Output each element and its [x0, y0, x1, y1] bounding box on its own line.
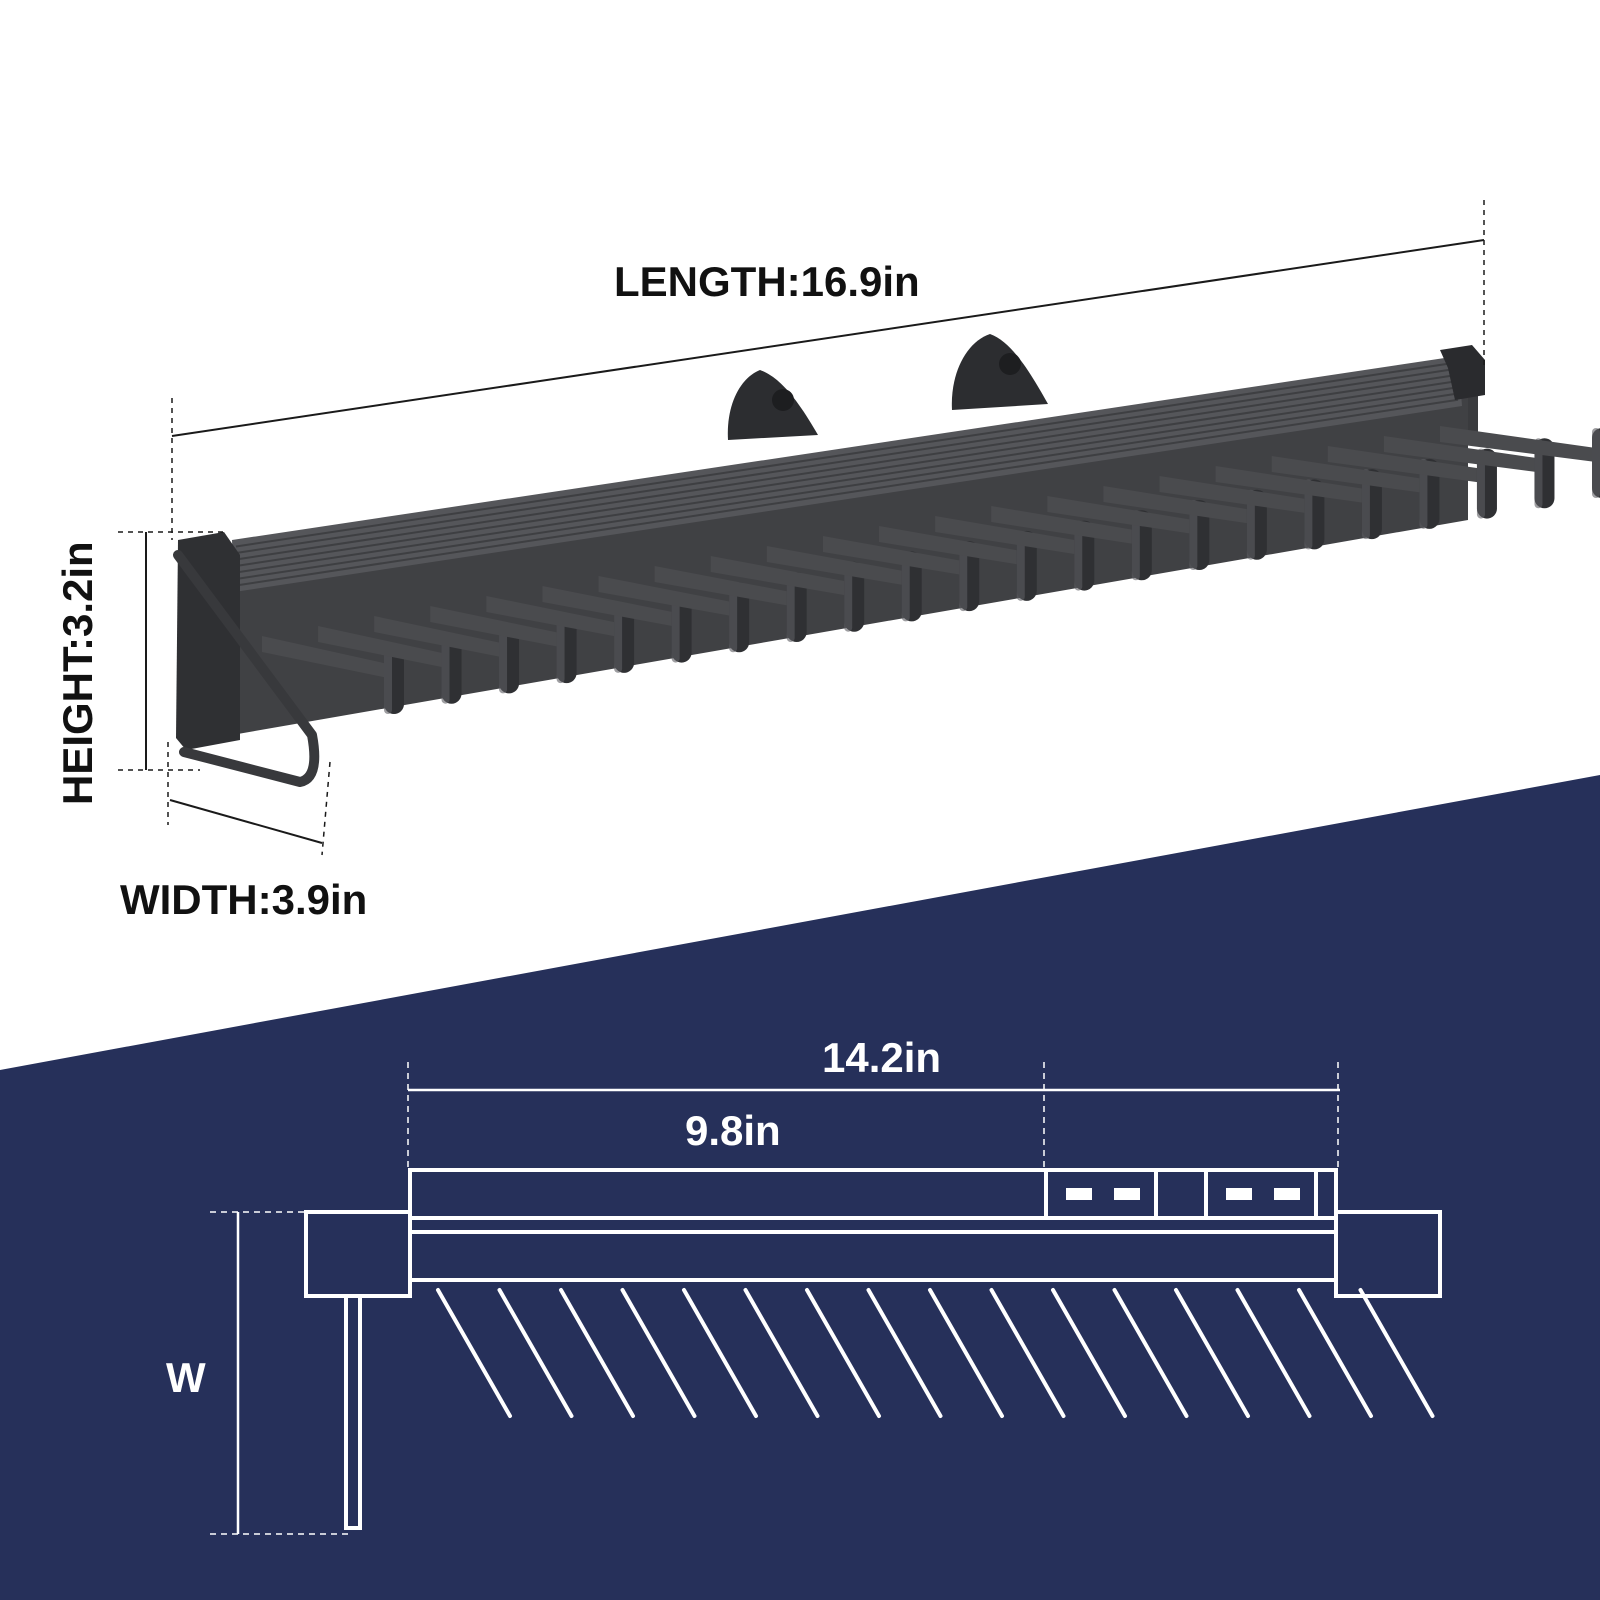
navy-background-panel: [0, 775, 1600, 1600]
hook-arm: [486, 596, 619, 637]
hook-tip-highlight: [1476, 448, 1485, 519]
hook-tip-highlight: [1016, 530, 1025, 601]
schematic-hook-line: [1235, 1288, 1312, 1418]
pull-handle: [173, 550, 320, 787]
schematic-width-label: W: [166, 1354, 206, 1401]
hook-arm: [1327, 446, 1481, 483]
hook-arm: [598, 576, 734, 617]
hook-arm: [1047, 496, 1194, 534]
hook-tip-highlight: [1419, 458, 1428, 529]
hook-tip-highlight: [556, 613, 565, 684]
rail-groove: [235, 367, 1459, 554]
rail-groove: [235, 373, 1459, 561]
hook-tip-highlight: [1131, 510, 1140, 581]
inner-extension-label: 9.8in: [685, 1107, 781, 1154]
hook-tip-highlight: [441, 633, 450, 704]
height-label: HEIGHT:3.2in: [54, 541, 101, 805]
hook-arm: [710, 556, 849, 596]
schematic-hook-line: [1112, 1288, 1189, 1418]
hook-arm: [1271, 456, 1424, 493]
hook-tip-highlight: [614, 602, 623, 673]
mounting-bracket-right: [951, 334, 1048, 410]
hook-arm: [991, 506, 1136, 545]
width-dimension: [167, 742, 331, 856]
hook-tip-highlight: [1361, 469, 1370, 540]
schematic-support-post: [344, 1294, 362, 1530]
schematic-slide-track: [408, 1168, 1338, 1220]
hooks-front-row: [262, 426, 1600, 714]
end-cap-left: [176, 532, 240, 750]
hook-arm: [1383, 436, 1539, 473]
hook-tip-highlight: [844, 561, 853, 632]
hook-tip-highlight: [1074, 520, 1083, 591]
hook-tip-highlight: [499, 623, 508, 694]
end-cap-right: [1440, 345, 1485, 400]
rail-groove: [235, 392, 1459, 580]
hook-tip-highlight: [671, 592, 680, 663]
hook-arm: [262, 636, 388, 678]
schematic-diagram: [304, 1168, 1442, 1530]
schematic-hook-line: [928, 1288, 1004, 1418]
hook-tip-highlight: [959, 541, 968, 612]
tie-rack-product-illustration: [173, 334, 1600, 787]
schematic-hook-line: [682, 1288, 758, 1418]
mounting-bracket-left: [727, 370, 818, 440]
schematic-hook-line: [805, 1288, 881, 1418]
schematic-hook-line: [743, 1288, 820, 1418]
hook-arm: [1215, 466, 1366, 504]
hook-arm: [1159, 476, 1309, 514]
hook-arm: [1440, 426, 1596, 462]
length-dimension: [171, 200, 1485, 540]
schematic-hook-line: [989, 1288, 1066, 1418]
hook-arm: [318, 626, 446, 668]
hook-tip-highlight: [384, 644, 392, 714]
hook-arm: [542, 586, 676, 627]
schematic-hook-line: [1051, 1288, 1127, 1418]
rail-groove: [235, 361, 1459, 548]
width-label: WIDTH:3.9in: [120, 876, 367, 923]
hook-tip-highlight: [1592, 428, 1600, 498]
schematic-width-dimension: [210, 1211, 350, 1535]
hook-arm: [430, 606, 561, 648]
schematic-hook-line: [559, 1288, 635, 1418]
hook-tip-highlight: [1304, 479, 1313, 550]
hook-arm: [879, 526, 1021, 565]
schematic-hook-line: [620, 1288, 697, 1418]
schematic-main-rail: [408, 1230, 1338, 1282]
hook-tip-highlight: [1189, 500, 1198, 570]
hook-tip-highlight: [1246, 489, 1255, 560]
hook-tip-highlight: [786, 572, 795, 642]
top-rail-grooves: [235, 361, 1459, 587]
schematic-hook-line: [1358, 1288, 1435, 1418]
rail-groove: [235, 380, 1459, 567]
rail-groove: [235, 386, 1459, 574]
rail-groove: [235, 398, 1459, 587]
hook-tip-highlight: [729, 582, 738, 653]
schematic-hook-line: [1174, 1288, 1250, 1418]
hook-arm: [935, 516, 1079, 555]
schematic-hook-line: [436, 1288, 512, 1418]
hook-arm: [766, 546, 906, 586]
schematic-hooks: [436, 1288, 1435, 1418]
hook-tip-highlight: [901, 551, 910, 622]
height-dimension: [118, 531, 225, 771]
schematic-slot-marks: [1066, 1188, 1300, 1200]
hook-tip-highlight: [1534, 438, 1543, 509]
hook-arm: [654, 566, 791, 606]
hook-arm: [822, 536, 964, 576]
schematic-extension-dimension: [407, 1062, 1340, 1170]
length-label: LENGTH:16.9in: [614, 258, 920, 305]
schematic-hook-line: [866, 1288, 943, 1418]
total-extension-label: 14.2in: [822, 1034, 941, 1081]
schematic-hook-line: [497, 1288, 574, 1418]
hook-arm: [374, 616, 504, 658]
hook-arm: [1103, 486, 1251, 524]
schematic-hook-line: [1297, 1288, 1373, 1418]
